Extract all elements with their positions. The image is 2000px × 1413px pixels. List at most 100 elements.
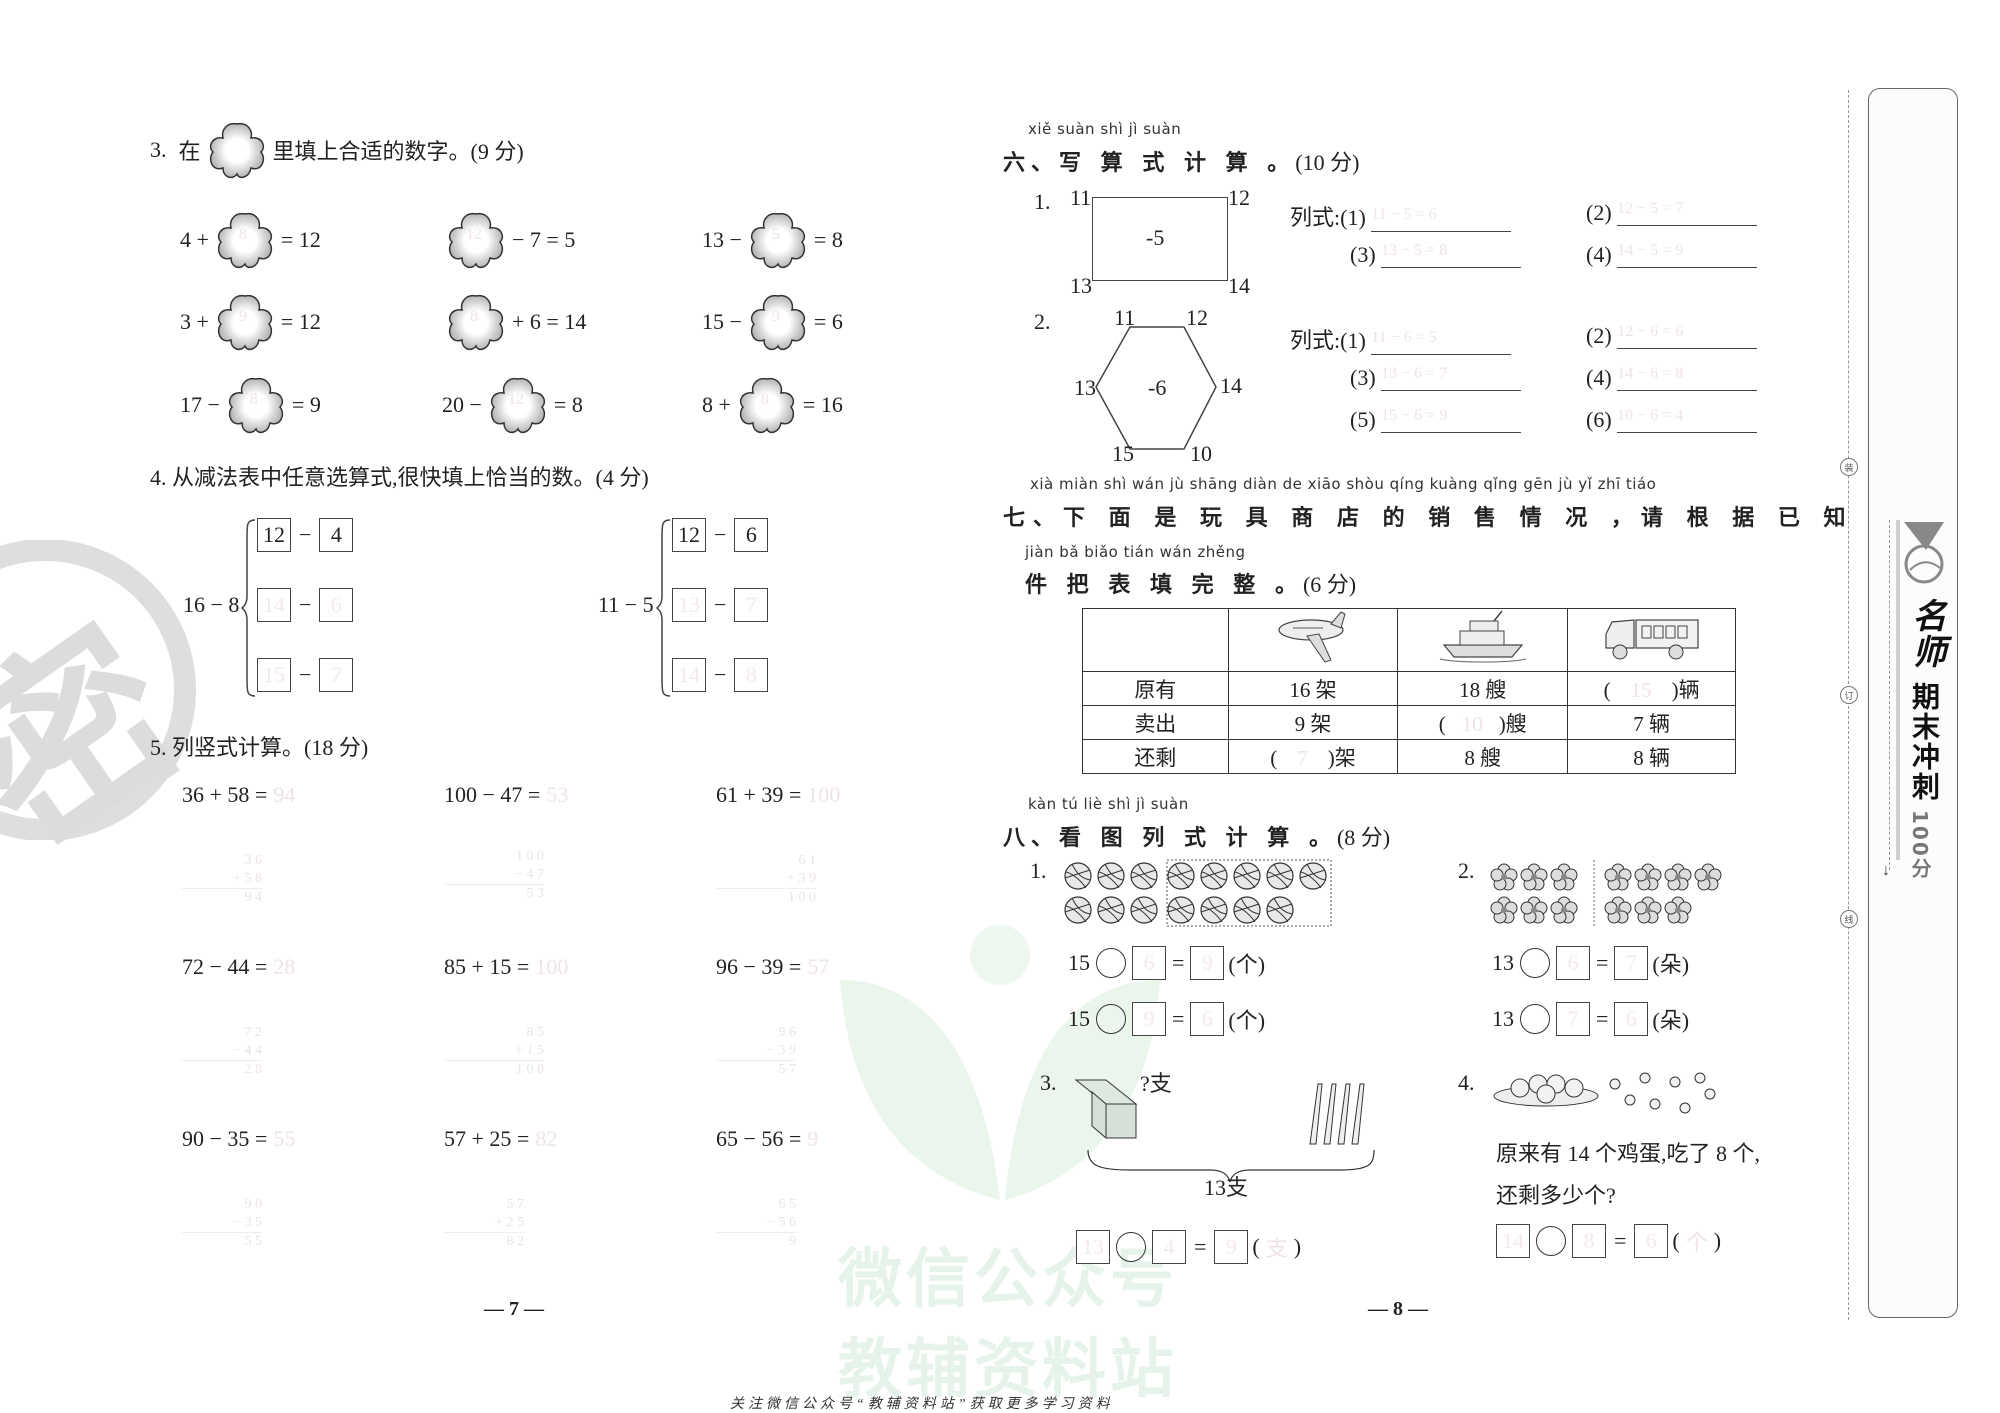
subtrahend-box: 6 [734,518,769,552]
operator-circle-input[interactable] [1520,1004,1550,1034]
operator-circle-input[interactable] [1520,948,1550,978]
binding-mark: 订 [1840,686,1858,704]
flower-answer-input[interactable]: 8 [444,292,508,352]
number-box-input[interactable]: 6 [1634,1224,1669,1258]
answer-line-input[interactable]: 11 − 6 = 5 [1371,329,1512,355]
number-box-input[interactable]: 14 [1496,1224,1530,1258]
operator-circle-input[interactable] [1536,1226,1566,1256]
table-cell-input[interactable]: (10)艘 [1397,705,1569,740]
minus-sign: − [299,592,312,617]
unit-input[interactable]: 个 [1685,1230,1708,1255]
answer-input[interactable]: 82 [535,1126,558,1151]
binding-line [1848,90,1849,1320]
unit-input[interactable]: 支 [1265,1236,1288,1261]
operator-circle-input[interactable] [1096,948,1126,978]
answer-line-input[interactable]: 14 − 5 = 9 [1617,242,1758,268]
table-row: 原有 16 架 18 艘 (15)辆 [1082,671,1736,706]
corner-label: 13 [1074,375,1096,400]
s7-title-1: 七、下 面 是 玩 具 商 店 的 销 售 情 况 ，请 根 据 已 知 条 [1003,506,1900,531]
answer-input[interactable]: 94 [273,782,296,807]
flower-answer-input[interactable]: 8 [213,210,277,270]
s7-points: (6 分) [1302,572,1357,597]
answer-input[interactable]: 55 [273,1126,296,1151]
equals-sign: = [1596,950,1609,975]
corner-label: 15 [1112,441,1134,466]
number-box-input[interactable]: 13 [1076,1230,1110,1264]
eq-start: 15 [1068,1006,1090,1031]
minuend-input[interactable]: 15 [257,658,291,692]
answer-line-input[interactable]: 12 − 5 = 7 [1617,200,1758,226]
sidebar-ruler [1896,520,1900,860]
equals-sign: = [1172,950,1185,975]
answer-line-input[interactable]: 15 − 6 = 9 [1381,407,1522,433]
s7-pinyin-1: xià miàn shì wán jù shāng diàn de xiāo s… [1030,475,1657,493]
answer-item: (2) 12 − 6 = 6 [1586,323,1758,349]
cell-answer: 10 [1461,711,1483,736]
number-box-input[interactable]: 7 [1556,1002,1590,1036]
operator-circle-input[interactable] [1116,1232,1146,1262]
subtrahend-box: 4 [319,518,354,552]
answer-input[interactable]: 100 [807,782,841,807]
number-box-input[interactable]: 6 [1190,1002,1225,1036]
eq-left: 3 + [180,309,209,334]
answer-input[interactable]: 9 [807,1126,819,1151]
sidebar-panel [1868,88,1958,1318]
flower-answer-input[interactable]: 9 [746,292,810,352]
problem-number: 4. [1458,1070,1475,1095]
answer-line-input[interactable]: 11 − 5 = 6 [1371,206,1512,232]
number-box-input[interactable]: 6 [1614,1002,1649,1036]
subtrahend-input[interactable]: 8 [734,658,769,692]
number-box-input[interactable]: 6 [1556,946,1590,980]
s8-pinyin: kàn tú liè shì jì suàn [1028,795,1189,813]
logo-watermark [830,920,1160,1220]
operator-circle-input[interactable] [1096,1004,1126,1034]
number-box-input[interactable]: 6 [1132,946,1166,980]
answer-line-input[interactable]: 14 − 6 = 8 [1617,365,1758,391]
answer-input[interactable]: 57 [807,954,830,979]
subtrahend-input[interactable]: 7 [734,588,769,622]
number-box-input[interactable]: 9 [1132,1002,1166,1036]
item-number: (4) [1586,365,1612,390]
answer-input[interactable]: 53 [546,782,569,807]
q3-title: 3. 在 里填上合适的数字。(9 分) [150,120,524,180]
answer-line-input[interactable]: 13 − 5 = 8 [1381,242,1522,268]
minuend-input[interactable]: 14 [257,588,291,622]
number-box-input[interactable]: 7 [1614,946,1649,980]
answer-line-input[interactable]: 13 − 6 = 7 [1381,365,1522,391]
unit-label: (朵) [1652,952,1690,977]
problem-number: 2. [1458,858,1475,883]
flower-answer-input[interactable]: 12 [444,210,508,270]
flower-answer-input[interactable]: 5 [746,210,810,270]
flower-answer-input[interactable]: 9 [213,292,277,352]
flower-answer-input[interactable]: 8 [224,375,288,435]
flower-answer-input[interactable]: 8 [735,375,799,435]
answer-line-input[interactable]: 10 − 6 = 4 [1617,407,1758,433]
number-box-input[interactable]: 9 [1214,1230,1249,1264]
total-label: 13支 [1204,1175,1249,1200]
answer-line-input[interactable]: 12 − 6 = 6 [1617,323,1758,349]
table-corner-cell [1082,608,1229,672]
corner-label: 12 [1186,305,1208,330]
answer-input[interactable]: 100 [535,954,569,979]
minus-sign: − [714,522,727,547]
subtrahend-input[interactable]: 7 [319,658,354,692]
subtrahend-input[interactable]: 6 [319,588,354,622]
number-box-input[interactable]: 4 [1152,1230,1186,1264]
eq-start: 13 [1492,950,1514,975]
table-cell: 18 艘 [1397,671,1569,706]
number-box-input[interactable]: 9 [1190,946,1225,980]
flower-answer-input[interactable]: 12 [486,375,550,435]
minuend-input[interactable]: 13 [672,588,706,622]
table-cell-input[interactable]: (15)辆 [1567,671,1736,706]
s6-pinyin: xiě suàn shì jì suàn [1028,120,1182,138]
answer-input[interactable]: 28 [273,954,296,979]
minuend-input[interactable]: 14 [672,658,706,692]
table-cell-input[interactable]: (7)架 [1227,739,1399,774]
operation-label: -5 [1146,225,1165,250]
problem-expr: 57 + 25 = [444,1126,530,1151]
rectangle-shape [1092,197,1228,281]
number-box-input[interactable]: 8 [1572,1224,1606,1258]
